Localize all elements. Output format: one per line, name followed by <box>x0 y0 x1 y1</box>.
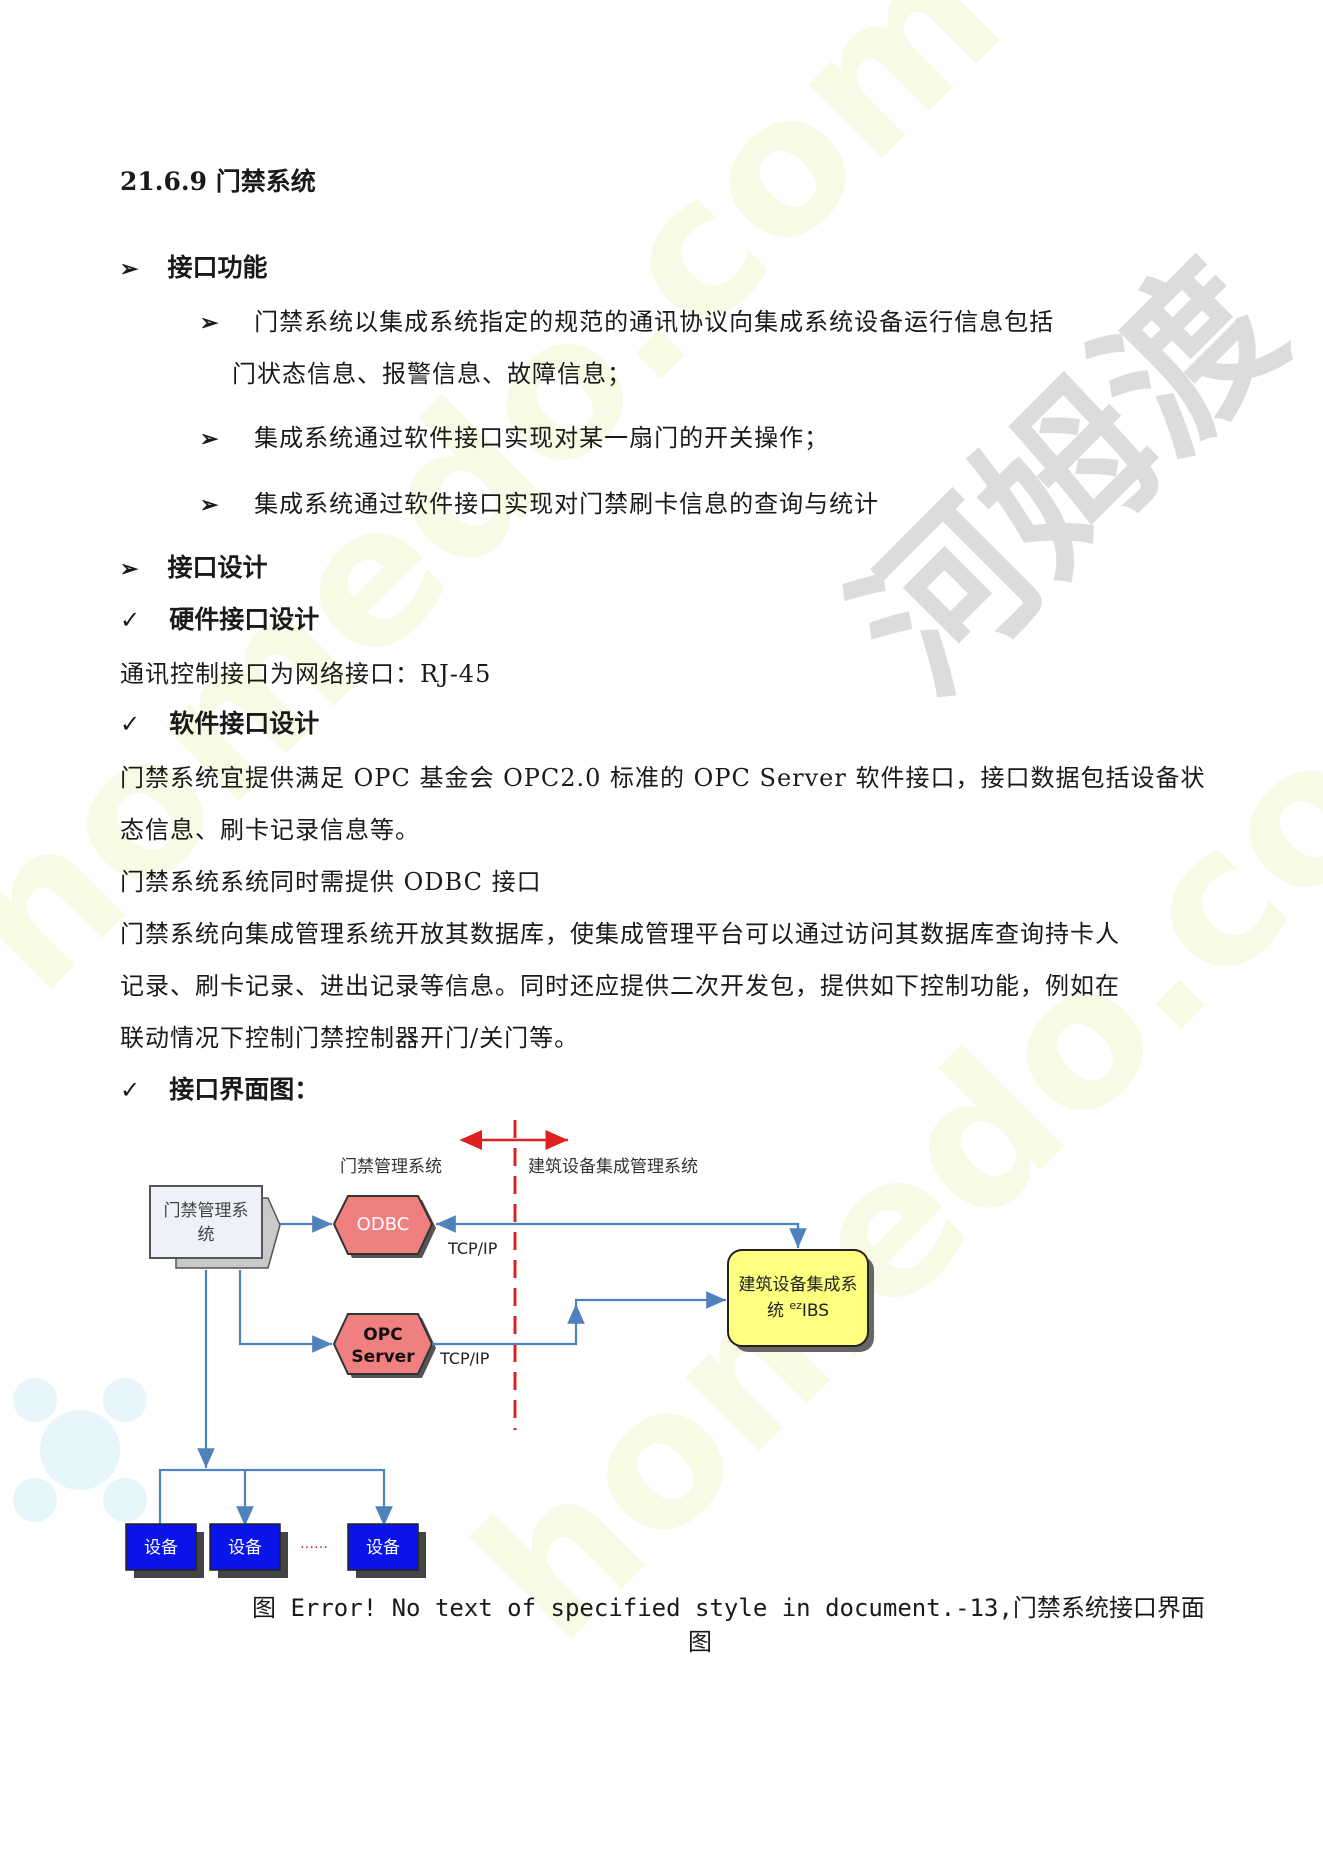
figure-caption-line1: 图 Error! No text of specified style in d… <box>252 1594 1205 1622</box>
ibs-prefix: 统 <box>767 1301 789 1321</box>
software-p3-line3: 联动情况下控制门禁控制器开门/关门等。 <box>120 1024 580 1052</box>
mgmt-box-line1: 门禁管理系 <box>164 1201 249 1221</box>
software-p1-line2: 态信息、刷卡记录信息等。 <box>120 816 420 844</box>
section-heading: 21.6.9 门禁系统 <box>120 162 316 198</box>
ibs-node: 建筑设备集成系 统 ezIBS <box>727 1249 874 1352</box>
software-heading: 软件接口设计 <box>169 709 320 738</box>
function-item-3: ➢ 集成系统通过软件接口实现对门禁刷卡信息的查询与统计 <box>200 484 879 519</box>
ibs-label-line2: 统 ezIBS <box>767 1299 829 1321</box>
arrow-bullet-icon: ➢ <box>120 556 139 582</box>
opc-label-line1: OPC <box>363 1325 402 1345</box>
software-p3-line1: 门禁系统向集成管理系统开放其数据库，使集成管理平台可以通过访问其数据库查询持卡人 <box>120 920 1120 948</box>
opc-label-line2: Server <box>351 1347 415 1367</box>
checkmark-icon: ✓ <box>120 710 141 738</box>
mgmt-system-box: 门禁管理系 统 <box>149 1185 281 1269</box>
function-item-1-line2: 门状态信息、报警信息、故障信息； <box>232 360 632 388</box>
opc-server-node: OPC Server <box>332 1313 436 1378</box>
device-3: 设备 <box>347 1523 426 1578</box>
software-p3-line2: 记录、刷卡记录、进出记录等信息。同时还应提供二次开发包，提供如下控制功能，例如在 <box>120 972 1120 1000</box>
mgmt-box-line2: 统 <box>198 1225 215 1245</box>
odbc-label: ODBC <box>357 1214 410 1235</box>
figure-caption-line2: 图 <box>688 1628 712 1656</box>
device-3-label: 设备 <box>366 1538 400 1558</box>
section-title: 门禁系统 <box>215 167 316 196</box>
arrow-bullet-icon: ➢ <box>200 310 220 336</box>
interface-function-row: ➢ 接口功能 <box>120 248 268 284</box>
hardware-text: 通讯控制接口为网络接口：RJ-45 <box>120 660 492 688</box>
software-row: ✓ 软件接口设计 <box>120 704 319 740</box>
checkmark-icon: ✓ <box>120 1076 141 1104</box>
function-item-1-line1: 门禁系统以集成系统指定的规范的通讯协议向集成系统设备运行信息包括 <box>254 308 1055 336</box>
function-item-2-text: 集成系统通过软件接口实现对某一扇门的开关操作； <box>254 424 830 452</box>
device-2-label: 设备 <box>228 1538 262 1558</box>
arrow-bullet-icon: ➢ <box>200 492 220 518</box>
odbc-node: ODBC <box>332 1195 436 1258</box>
hardware-row: ✓ 硬件接口设计 <box>120 600 319 636</box>
diagram-heading: 接口界面图： <box>169 1075 320 1104</box>
function-item-2: ➢ 集成系统通过软件接口实现对某一扇门的开关操作； <box>200 418 829 453</box>
device-1-label: 设备 <box>144 1538 178 1558</box>
right-zone-label: 建筑设备集成管理系统 <box>528 1157 698 1177</box>
section-number: 21.6.9 <box>120 167 207 196</box>
interface-function-heading: 接口功能 <box>167 253 268 282</box>
mgmt-to-opc-line <box>238 1270 332 1353</box>
interface-design-heading: 接口设计 <box>167 553 268 582</box>
function-item-3-text: 集成系统通过软件接口实现对门禁刷卡信息的查询与统计 <box>254 490 880 518</box>
tcp-label-1: TCP/IP <box>447 1239 498 1258</box>
device-ellipsis: …… <box>300 1536 328 1552</box>
device-1: 设备 <box>125 1523 204 1578</box>
software-p1-line1: 门禁系统宜提供满足 OPC 基金会 OPC2.0 标准的 OPC Server … <box>120 764 1206 792</box>
arrow-bullet-icon: ➢ <box>200 426 220 452</box>
software-p2: 门禁系统系统同时需提供 ODBC 接口 <box>120 868 542 896</box>
interface-design-row: ➢ 接口设计 <box>120 548 268 584</box>
ibs-label-line1: 建筑设备集成系 <box>739 1275 858 1295</box>
arrow-bullet-icon: ➢ <box>120 256 139 282</box>
tcp-label-2: TCP/IP <box>439 1349 490 1368</box>
ibs-suffix: IBS <box>802 1301 829 1321</box>
opc-to-ibs-line <box>432 1304 585 1346</box>
checkmark-icon: ✓ <box>120 606 141 634</box>
diagram-row: ✓ 接口界面图： <box>120 1070 319 1106</box>
hardware-heading: 硬件接口设计 <box>169 605 320 634</box>
device-bus <box>158 1468 393 1526</box>
ibs-superscript: ez <box>789 1299 802 1312</box>
device-2: 设备 <box>209 1523 288 1578</box>
left-zone-label: 门禁管理系统 <box>340 1157 442 1177</box>
function-item-1: ➢ 门禁系统以集成系统指定的规范的通讯协议向集成系统设备运行信息包括 <box>200 302 1054 337</box>
